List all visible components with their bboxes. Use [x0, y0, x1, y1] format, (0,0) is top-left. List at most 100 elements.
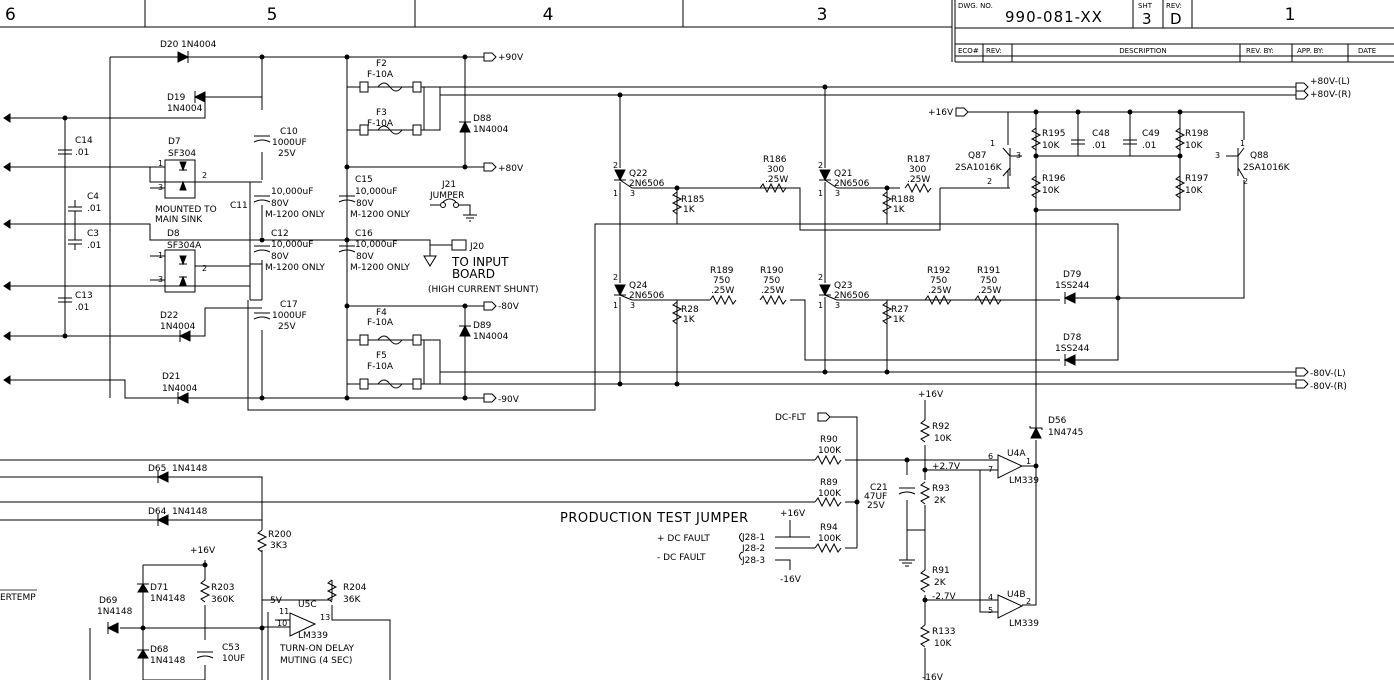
u4a-pin7: 7 [988, 465, 993, 474]
c12-value: 10,000uF [271, 240, 313, 250]
rail-label-5v: 5V [270, 596, 283, 606]
u4a-ref: U4A [1007, 449, 1026, 459]
c16-voltage: 80V [356, 252, 374, 262]
c17-voltage: 25V [278, 322, 296, 332]
rail-label-m80l: -80V-(L) [1310, 369, 1346, 379]
d7-value: SF304 [168, 149, 196, 159]
u4a-pin6: 6 [988, 452, 993, 461]
zone-label-4: 4 [543, 5, 554, 25]
c11-ref: C11 [230, 201, 248, 211]
q87-ref: Q87 [968, 151, 987, 161]
f4-value: F-10A [367, 318, 394, 328]
r93-ref: R93 [932, 484, 950, 494]
q22-pin3: 3 [630, 189, 635, 198]
q21-ref: Q21 [834, 169, 853, 179]
r195-value: 10K [1042, 141, 1060, 151]
d21-value: 1N4004 [162, 384, 198, 394]
d19-ref: D19 [167, 93, 186, 103]
f5-value: F-10A [367, 362, 394, 372]
u4b-pin4: 4 [988, 593, 993, 602]
r204-value: 36K [343, 595, 361, 605]
r198-ref: R198 [1185, 129, 1209, 139]
r92-ref: R92 [932, 422, 950, 432]
d19-value: 1N4004 [167, 104, 203, 114]
delay-note-line1: TURN-ON DELAY [279, 644, 355, 654]
r93-value: 2K [934, 496, 947, 506]
d8-pin2: 2 [202, 264, 207, 273]
rail-label-p27: +2.7V [932, 462, 961, 472]
c16-value: 10,000uF [355, 240, 397, 250]
q87-pin1: 1 [990, 139, 995, 148]
r203-value: 360K [211, 595, 235, 605]
d89-ref: D89 [473, 321, 492, 331]
zone-label-3: 3 [817, 5, 828, 25]
overtemp-label: ERTEMP [0, 593, 36, 603]
c15-voltage: 80V [356, 199, 374, 209]
d8-value: SF304A [167, 241, 202, 251]
c14-ref: C14 [75, 136, 93, 146]
r94-value: 100K [818, 534, 842, 544]
c12-note: M-1200 ONLY [265, 263, 325, 273]
c12-ref: C12 [271, 229, 289, 239]
q23-value: 2N6506 [834, 291, 870, 301]
sink-note-line1: MOUNTED TO [155, 205, 217, 215]
rail-label-dcflt: DC-FLT [775, 413, 806, 423]
title-block [954, 0, 1394, 63]
rail-label-m16-fault: -16V [922, 673, 944, 680]
d8-ref: D8 [167, 229, 180, 239]
q87-value: 2SA1016K [955, 163, 1003, 173]
sht-value: 3 [1142, 10, 1153, 28]
rail-label-m16-j28: -16V [780, 575, 802, 585]
u4b-pin2: 2 [1026, 597, 1031, 606]
r187-power: .25W [907, 175, 930, 185]
c17-ref: C17 [280, 300, 298, 310]
r190-value: 750 [763, 276, 780, 286]
c4-value: .01 [87, 204, 101, 214]
u5c-pin13: 13 [320, 613, 330, 622]
d7-pin3: 3 [158, 183, 163, 192]
r195-ref: R195 [1042, 129, 1065, 139]
rail-label-m80r: -80V-(R) [1310, 382, 1347, 392]
rev-table-rev: REV: [986, 47, 1002, 55]
d56-ref: D56 [1048, 416, 1067, 426]
r198-value: 10K [1185, 141, 1203, 151]
d69-ref: D69 [99, 596, 118, 606]
q22-pin2: 2 [613, 161, 618, 170]
rail-label-p16-delay: +16V [190, 546, 216, 556]
r188-ref: R188 [891, 195, 915, 205]
r197-value: 10K [1185, 186, 1203, 196]
r192-value: 750 [930, 276, 947, 286]
q22-value: 2N6506 [629, 179, 665, 189]
shunt-note: (HIGH CURRENT SHUNT) [428, 285, 539, 295]
j28-1-label: J28-1 [741, 533, 765, 543]
u5c-ref: U5C [298, 600, 317, 610]
j20-ref: J20 [469, 242, 484, 252]
d65-value: 1N4148 [172, 464, 208, 474]
r186-value: 300 [767, 165, 784, 175]
plus-dc-fault-label: + DC FAULT [657, 534, 710, 544]
r189-power: .25W [711, 286, 734, 296]
c13-ref: C13 [75, 291, 93, 301]
symbols [3, 51, 1309, 659]
d21-ref: D21 [162, 372, 180, 382]
f2-ref: F2 [376, 59, 387, 69]
c11-voltage: 80V [271, 199, 289, 209]
d71-value: 1N4148 [150, 594, 186, 604]
u5c-pin10: 10 [277, 619, 287, 628]
f5-ref: F5 [376, 351, 387, 361]
rev-table-date: DATE [1358, 47, 1376, 55]
r197-ref: R197 [1185, 174, 1208, 184]
j28-2-label: J28-2 [741, 544, 765, 554]
d71-ref: D71 [150, 583, 168, 593]
d78-ref: D78 [1063, 333, 1082, 343]
c4-ref: C4 [87, 192, 99, 202]
d64-ref: D64 [148, 507, 167, 517]
rail-label-p80r: +80V-(R) [1310, 90, 1351, 100]
rev-value: D [1170, 10, 1183, 28]
r191-value: 750 [980, 276, 997, 286]
q22-ref: Q22 [629, 169, 648, 179]
f3-value: F-10A [367, 119, 394, 129]
to-input-line2: BOARD [452, 267, 495, 281]
r89-ref: R89 [820, 478, 838, 488]
